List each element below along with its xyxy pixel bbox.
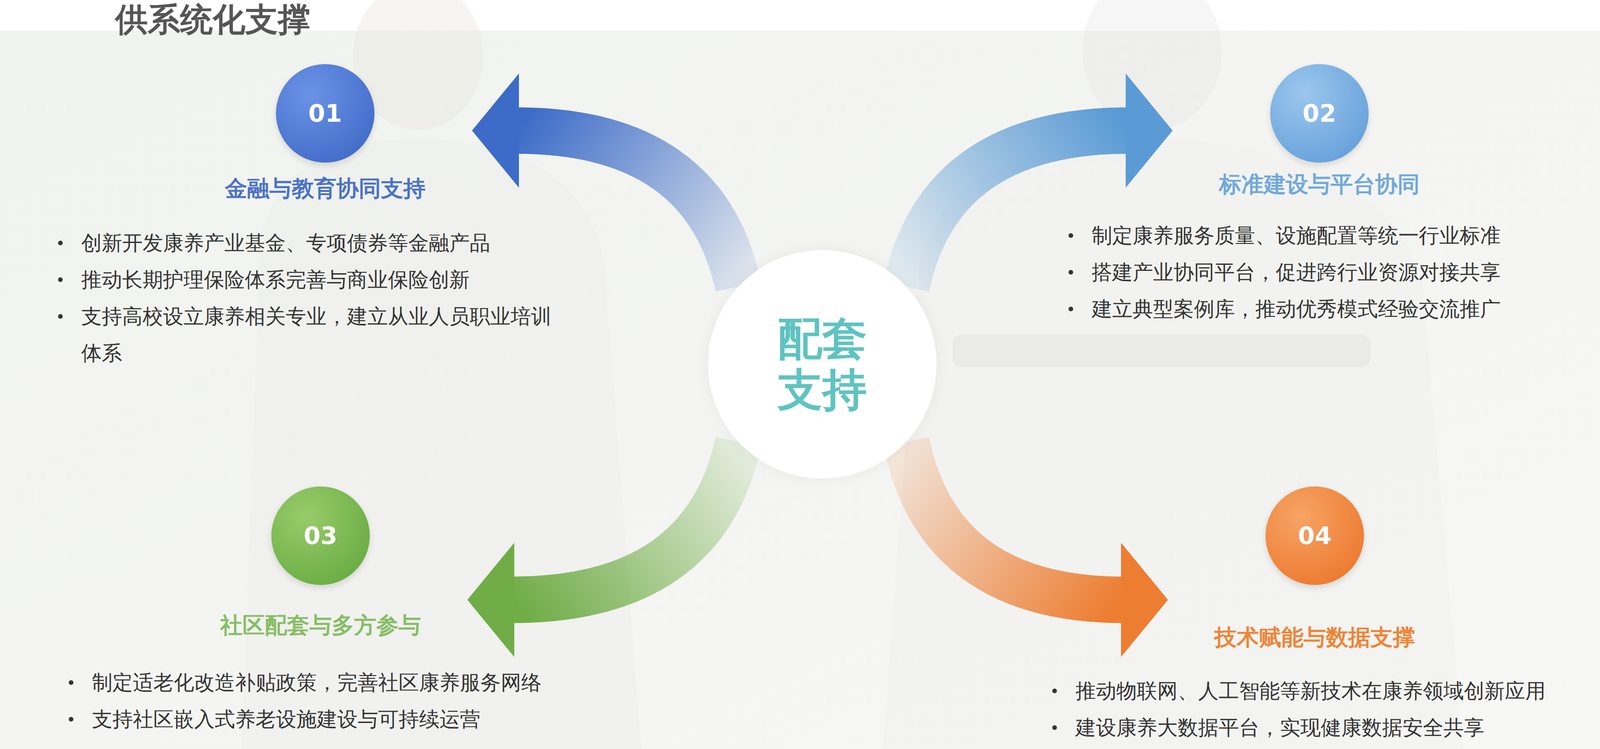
bullet-dot [1052,725,1057,730]
section-heading: 标准建设与平台协同 [1219,170,1420,198]
bullet-text: 搭建产业协同平台，促进跨行业资源对接共享 [1091,253,1575,291]
number-circle: 03 [271,486,370,585]
bullet-dot [1068,233,1074,238]
curved-arrow [472,73,739,287]
bullet-dot [68,716,74,722]
number-circle: 04 [1265,486,1364,585]
bullet-text: 创新开发康养产业基金、专项债券等金融产品 [81,224,565,262]
callout-number: 01 [308,101,342,126]
number-circle: 02 [1270,64,1369,163]
section-heading: 技术赋能与数据支撑 [1214,623,1416,651]
curved-arrow [467,441,739,657]
faint-figures [241,0,1464,749]
bullet-dot [1052,688,1057,694]
bullet-text: 推动长期护理保险体系完善与商业保险创新 [81,261,565,298]
center-circle: 配套 支持 [708,249,937,479]
section-heading: 金融与教育协同支持 [224,175,426,203]
section-node: 04 技术赋能与数据支撑 [1214,486,1416,651]
center-text: 配套 支持 [771,313,874,416]
curved-arrow [906,73,1173,287]
callout-number: 03 [303,523,338,548]
bullet-text: 推动物联网、人工智能等新技术在康养领域创新应用 [1075,672,1578,709]
section-node: 01 金融与教育协同支持 [224,64,426,203]
arrow-head [1121,542,1168,657]
curved-arrow [906,441,1168,657]
bullet-dot [58,314,63,319]
bullet-text: 建立典型案例库，推动优秀模式经验交流推广 [1091,290,1575,328]
arrow-head [467,542,515,657]
arrow-head [472,73,519,188]
bullet-dot [1068,269,1074,275]
bullet-dot [58,277,63,282]
section-node: 03 社区配套与多方参与 [220,486,421,639]
bullet-text: 制定适老化改造补贴政策，完善社区康养服务网络 [91,663,604,701]
number-circle: 01 [275,64,375,163]
bullet-text: 制定康养服务质量、设施配置等统一行业标准 [1091,216,1575,254]
callout-number: 02 [1302,101,1337,126]
bullet-dot [1068,306,1074,312]
arrow-shaft [516,130,739,287]
bullet-text: 支持社区嵌入式养老设施建设与可持续运营 [91,700,604,738]
section-node: 02 标准建设与平台协同 [1219,64,1420,198]
bullet-text: 建设康养大数据平台，实现健康数据安全共享 [1075,708,1578,746]
bullet-dot [58,240,63,246]
arrow-head [1125,73,1173,188]
callout-number: 04 [1298,523,1332,548]
arrow-shaft [906,441,1124,600]
figure-belt [952,334,1371,368]
slide-title: 供系统化支撑 [115,0,311,40]
bullet-dot [68,680,74,685]
bullet-text: 支持高校设立康养相关专业，建立从业人员职业培训体系 [81,297,565,372]
figure-body [241,139,642,749]
section-heading: 社区配套与多方参与 [220,611,421,639]
arrow-shaft [511,441,739,600]
